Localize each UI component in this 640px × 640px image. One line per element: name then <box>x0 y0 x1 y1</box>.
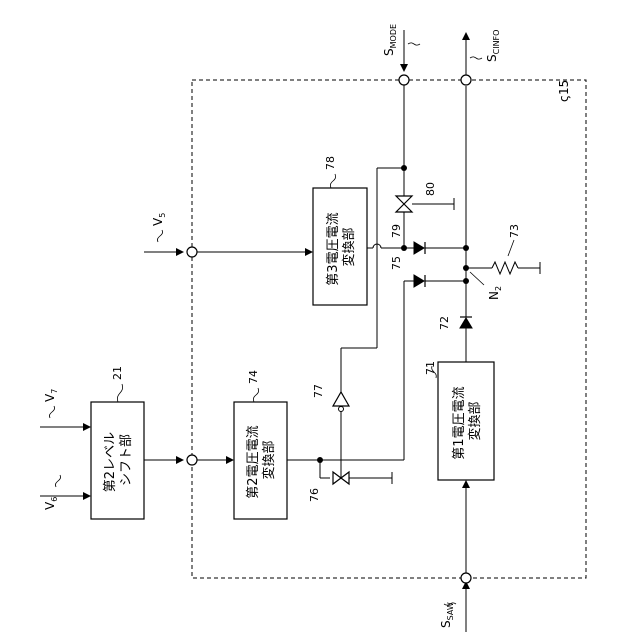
ref-74-leader <box>253 388 258 402</box>
smode-tilde <box>408 43 420 45</box>
inverter-77-bubble <box>339 407 344 412</box>
node-79-trunk <box>463 245 469 251</box>
terminal-scinfo <box>461 75 471 85</box>
v5-label: V5 <box>151 213 167 226</box>
diode-75 <box>414 275 424 287</box>
ref-78: 78 <box>324 156 337 170</box>
ref-73: 73 <box>508 224 521 238</box>
ref-75: 75 <box>390 256 403 270</box>
scinfo-label: SCINFO <box>485 30 501 62</box>
scinfo-tilde <box>470 57 482 59</box>
ref-80: 80 <box>424 182 437 196</box>
smode-label: SMODE <box>382 24 398 56</box>
ref-21-leader <box>117 384 122 402</box>
ref-71: 71 <box>424 361 437 375</box>
ref-21: 21 <box>111 366 124 380</box>
ref-72: 72 <box>438 316 451 330</box>
v7-tilde <box>49 406 54 418</box>
terminal-v5 <box>187 247 197 257</box>
terminal-21-out <box>187 455 197 465</box>
frame-15-label: ς15 <box>557 80 571 102</box>
ref-77: 77 <box>312 384 325 398</box>
terminal-smode <box>399 75 409 85</box>
ref-74: 74 <box>247 370 260 384</box>
switch-80 <box>396 196 412 212</box>
node-80-79 <box>401 245 407 251</box>
ref-73-leader <box>508 240 514 256</box>
diode-72 <box>460 318 472 328</box>
n2-label: N2 <box>487 286 503 300</box>
diode-79 <box>414 242 424 254</box>
block-21-label: 第2レベル シフト部 <box>103 428 134 492</box>
ref-76: 76 <box>308 488 321 502</box>
ssaw-label: SSAW <box>439 602 455 628</box>
n2-leader <box>470 272 484 285</box>
resistor-73 <box>492 262 518 274</box>
terminal-ssaw <box>461 573 471 583</box>
ref-79: 79 <box>390 224 403 238</box>
v7-label: V7 <box>43 389 59 402</box>
ref-78-leader <box>330 174 335 188</box>
v5-tilde <box>157 230 162 242</box>
v6-label: V6 <box>43 497 59 510</box>
v6-tilde <box>55 475 60 487</box>
inverter-77 <box>333 392 349 406</box>
